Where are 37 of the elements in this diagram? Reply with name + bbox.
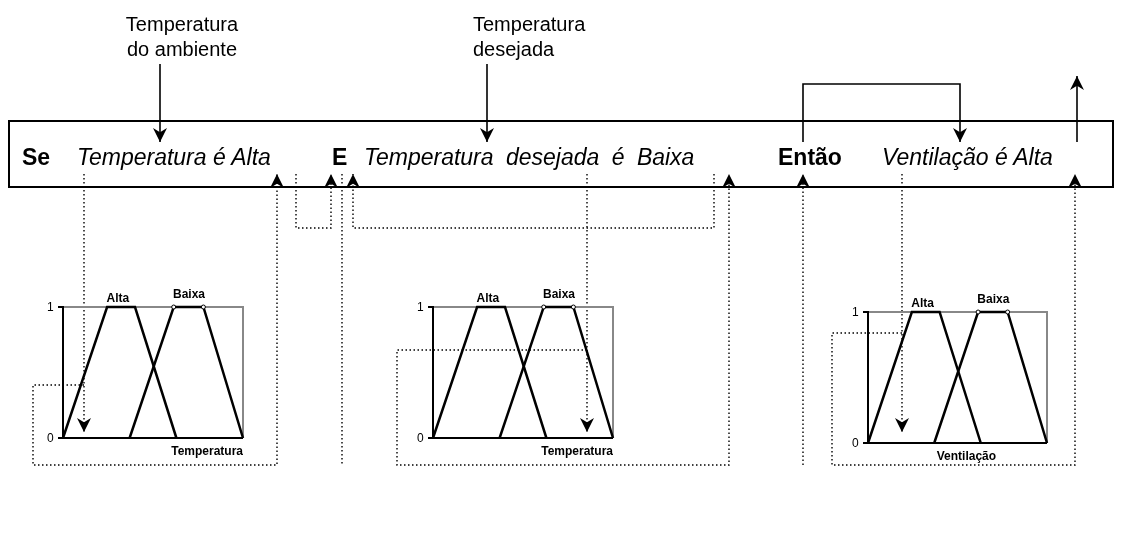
dotted-arrow: [32, 173, 284, 466]
axis-tick-label: 1: [47, 300, 54, 314]
dotted-arrow: [895, 173, 909, 433]
arrow: [1070, 75, 1084, 143]
arrow: [153, 63, 167, 143]
dotted-arrow: [796, 173, 810, 466]
curve-label: Baixa: [977, 292, 1010, 306]
rule-clause: Temperatura desejada é Baixa: [364, 142, 695, 172]
dotted-line: [341, 173, 343, 466]
dotted-arrow: [346, 173, 715, 229]
rule-keyword: E: [332, 142, 348, 172]
arrow: [480, 63, 494, 143]
curve-label: Alta: [911, 296, 934, 310]
curve-label: Alta: [106, 291, 130, 305]
curve-label: Baixa: [543, 287, 576, 301]
axis-tick-label: 1: [417, 300, 424, 314]
rule-keyword: Então: [778, 142, 842, 172]
axis-tick-label: 1: [852, 305, 859, 319]
axis-tick-label: 0: [852, 436, 859, 450]
rule-clause: Ventilação é Alta: [882, 142, 1053, 172]
axis-tick-label: 0: [417, 431, 424, 445]
axis-tick-label: 0: [47, 431, 54, 445]
input-label: Temperatura do ambiente: [112, 12, 252, 62]
dotted-arrow: [295, 173, 338, 229]
axis-title: Temperatura: [171, 444, 243, 458]
axis-title: Temperatura: [541, 444, 613, 458]
arrow: [802, 83, 967, 143]
dotted-arrow: [580, 173, 594, 433]
axis-title: Ventilação: [936, 449, 997, 463]
input-label: Temperatura desejada: [473, 12, 603, 62]
dotted-arrow: [831, 173, 1082, 466]
curve-label: Alta: [476, 291, 500, 305]
dotted-arrow: [77, 173, 91, 433]
curve-label: Baixa: [173, 287, 206, 301]
rule-keyword: Se: [22, 142, 51, 172]
rule-clause: Temperatura é Alta: [77, 142, 271, 172]
dotted-arrow: [396, 173, 736, 466]
